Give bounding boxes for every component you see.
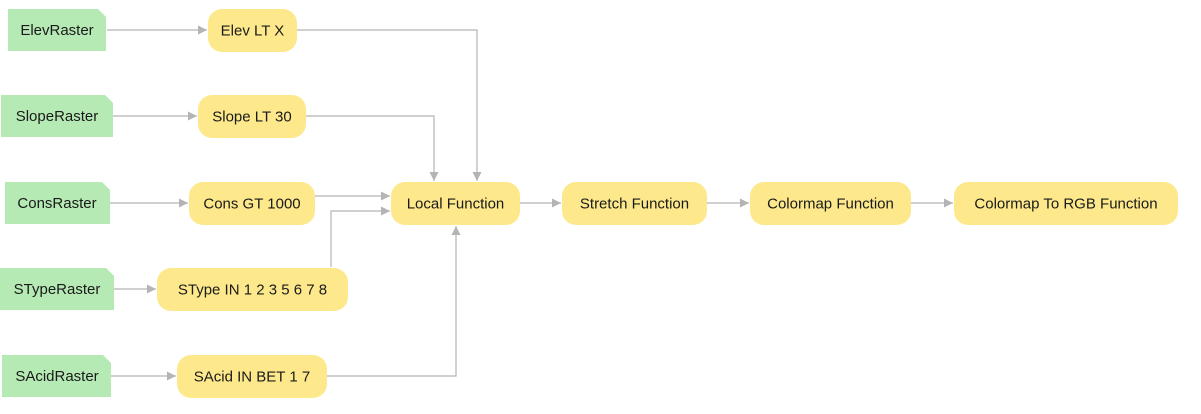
raster-node-shape: [8, 9, 106, 51]
function-nodes: Elev LT X Slope LT 30 Cons GT 1000 SType…: [157, 9, 1178, 398]
function-node-shape: [954, 182, 1178, 225]
raster-node-label: ElevRaster: [20, 22, 93, 39]
function-node-label: Local Function: [407, 196, 505, 213]
raster-node-sacid[interactable]: SAcidRaster: [2, 355, 111, 397]
raster-node-label: SlopeRaster: [16, 108, 99, 125]
function-node-label: Colormap Function: [767, 196, 894, 213]
function-node-label: SType IN 1 2 3 5 6 7 8: [178, 282, 327, 299]
function-node-local[interactable]: Local Function: [391, 182, 520, 225]
function-node-cons-gt[interactable]: Cons GT 1000: [189, 182, 315, 225]
function-node-sacid-in[interactable]: SAcid IN BET 1 7: [177, 355, 327, 398]
function-node-label: Elev LT X: [221, 23, 285, 40]
function-node-shape: [198, 95, 306, 138]
raster-node-stype[interactable]: STypeRaster: [0, 268, 114, 310]
function-node-shape: [391, 182, 520, 225]
function-node-shape: [562, 182, 707, 225]
raster-node-elev[interactable]: ElevRaster: [8, 9, 106, 51]
raster-node-slope[interactable]: SlopeRaster: [1, 95, 113, 137]
edge-sacid-in-to-local: [327, 226, 461, 377]
function-node-shape: [208, 9, 297, 52]
function-node-stype-in[interactable]: SType IN 1 2 3 5 6 7 8: [157, 268, 348, 311]
function-node-shape: [189, 182, 315, 225]
function-node-elev-lt[interactable]: Elev LT X: [208, 9, 297, 52]
edge-stype-in-to-local: [330, 206, 390, 267]
function-node-label: Stretch Function: [580, 196, 689, 213]
function-node-shape: [750, 182, 911, 225]
function-node-label: SAcid IN BET 1 7: [194, 369, 310, 386]
raster-node-label: STypeRaster: [14, 281, 101, 298]
function-node-shape: [157, 268, 348, 311]
function-node-stretch[interactable]: Stretch Function: [562, 182, 707, 225]
raster-node-label: SAcidRaster: [15, 368, 98, 385]
raster-node-shape: [2, 355, 111, 397]
raster-inputs: ElevRaster SlopeRaster ConsRaster STypeR…: [0, 9, 114, 397]
edges: [107, 25, 953, 381]
edge-elev-lt-to-local: [297, 29, 482, 181]
function-node-label: Colormap To RGB Function: [974, 196, 1157, 213]
raster-node-shape: [1, 95, 113, 137]
function-node-slope-lt[interactable]: Slope LT 30: [198, 95, 306, 138]
function-node-colormap-rgb[interactable]: Colormap To RGB Function: [954, 182, 1178, 225]
raster-node-shape: [0, 268, 114, 310]
raster-node-label: ConsRaster: [17, 195, 96, 212]
raster-node-shape: [5, 182, 110, 224]
edge-slope-lt-to-local: [306, 115, 439, 181]
function-node-label: Slope LT 30: [212, 109, 292, 126]
function-node-label: Cons GT 1000: [203, 196, 300, 213]
raster-node-cons[interactable]: ConsRaster: [5, 182, 110, 224]
function-node-shape: [177, 355, 327, 398]
function-node-colormap[interactable]: Colormap Function: [750, 182, 911, 225]
